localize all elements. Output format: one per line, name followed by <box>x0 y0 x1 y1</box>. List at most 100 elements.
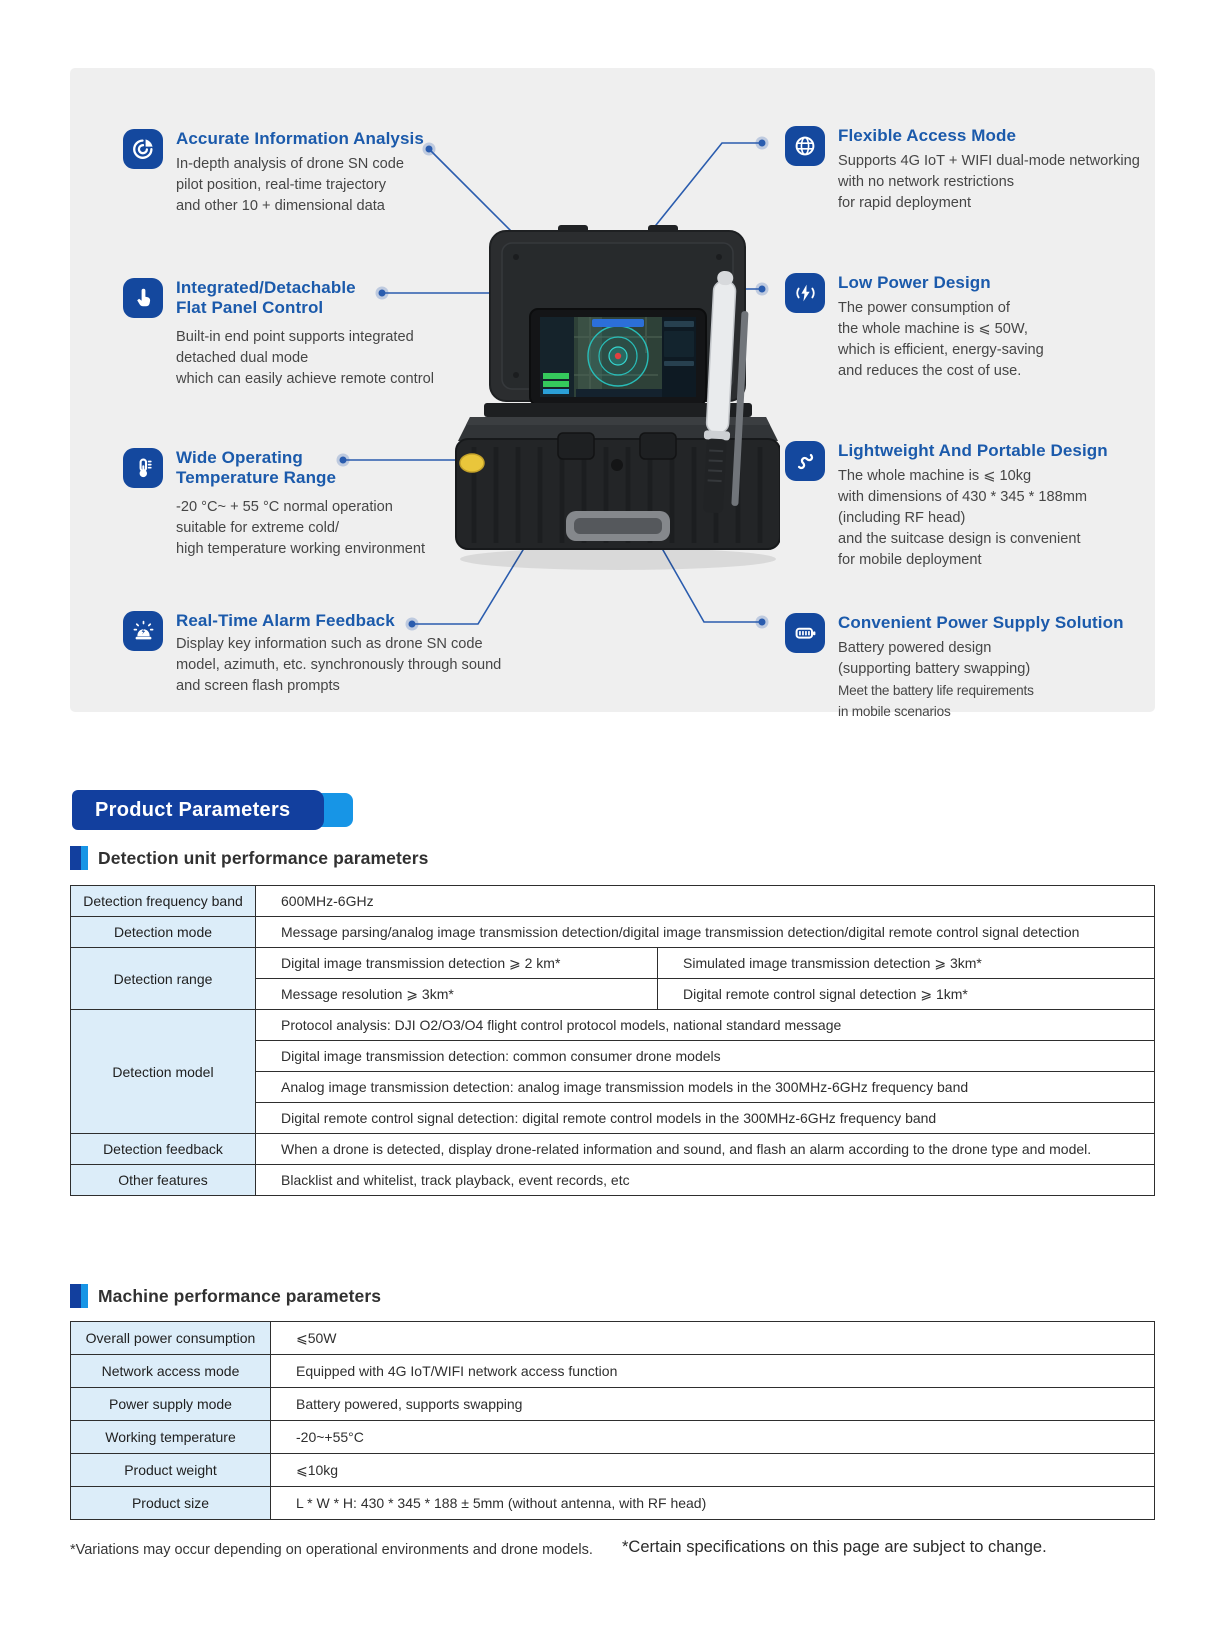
feature-wide-temperature-range: Wide Operating Temperature Range -20 °C~… <box>123 448 425 560</box>
feature-line: and reduces the cost of use. <box>838 363 1022 379</box>
feature-line: for rapid deployment <box>838 195 972 211</box>
section-title: Machine performance parameters <box>98 1285 382 1306</box>
table-row: Product weight ⩽10kg <box>70 1453 1155 1487</box>
table-row: Detection model Protocol analysis: DJI O… <box>70 1009 1155 1134</box>
param-value: L * W * H: 430 * 345 * 188 ± 5mm (withou… <box>270 1486 1155 1520</box>
feature-line: -20 °C~ + 55 °C normal operation <box>176 499 393 515</box>
feature-flat-panel-control: Integrated/Detachable Flat Panel Control… <box>123 278 434 390</box>
analysis-pie-icon <box>123 129 163 169</box>
param-value: Digital remote control signal detection:… <box>255 1102 1155 1134</box>
section-heading-detection: Detection unit performance parameters <box>70 845 428 871</box>
feature-line: which can easily achieve remote control <box>176 371 434 387</box>
section-bullet-icon <box>70 1284 88 1308</box>
table-row: Detection frequency band 600MHz-6GHz <box>70 885 1155 917</box>
feature-title: Accurate Information Analysis <box>176 129 424 148</box>
feature-line: in mobile scenarios <box>838 704 951 719</box>
lightweight-icon <box>785 441 825 481</box>
feature-line: Supports 4G IoT + WIFI dual-mode network… <box>838 153 1140 169</box>
table-row: Overall power consumption ⩽50W <box>70 1321 1155 1355</box>
table-row: Detection range Digital image transmissi… <box>70 947 1155 1010</box>
table-row: Product size L * W * H: 430 * 345 * 188 … <box>70 1486 1155 1520</box>
param-value: -20~+55°C <box>270 1420 1155 1454</box>
param-label: Detection range <box>70 947 256 1010</box>
footnote-specifications: *Certain specifications on this page are… <box>622 1538 1047 1556</box>
touch-control-icon <box>123 278 163 318</box>
battery-icon <box>785 613 825 653</box>
param-value: Equipped with 4G IoT/WIFI network access… <box>270 1354 1155 1388</box>
param-label: Detection frequency band <box>70 885 256 917</box>
param-value: Message resolution ⩾ 3km* <box>255 978 658 1010</box>
param-value: Analog image transmission detection: ana… <box>255 1071 1155 1103</box>
table-row: Message resolution ⩾ 3km* Digital remote… <box>71 978 1155 1010</box>
param-label: Product size <box>70 1486 271 1520</box>
thermometer-icon <box>123 448 163 488</box>
param-label: Working temperature <box>70 1420 271 1454</box>
table-row: Other features Blacklist and whitelist, … <box>70 1164 1155 1196</box>
footnote-variations: *Variations may occur depending on opera… <box>70 1542 593 1558</box>
table-row: Digital remote control signal detection:… <box>71 1102 1155 1134</box>
feature-line: and screen flash prompts <box>176 678 340 694</box>
table-row: Power supply mode Battery powered, suppo… <box>70 1387 1155 1421</box>
feature-low-power-design: Low Power Design The power consumption o… <box>785 273 1044 382</box>
param-value: Digital image transmission detection ⩾ 2… <box>255 947 658 979</box>
feature-overview-panel: Accurate Information Analysis In-depth a… <box>70 68 1155 719</box>
param-value: 600MHz-6GHz <box>255 885 1155 917</box>
feature-line: Meet the battery life requirements <box>838 683 1034 698</box>
feature-line: for mobile deployment <box>838 552 982 568</box>
banner-title: Product Parameters <box>95 798 291 821</box>
product-parameters-banner: Product Parameters <box>72 790 324 830</box>
product-image <box>440 225 781 585</box>
param-label: Detection feedback <box>70 1133 256 1165</box>
table-row: Detection feedback When a drone is detec… <box>70 1133 1155 1165</box>
param-value: ⩽50W <box>270 1321 1155 1355</box>
param-label: Detection model <box>70 1009 256 1134</box>
param-value: Blacklist and whitelist, track playback,… <box>255 1164 1155 1196</box>
table-row: Detection mode Message parsing/analog im… <box>70 916 1155 948</box>
table-row: Network access mode Equipped with 4G IoT… <box>70 1354 1155 1388</box>
feature-line: model, azimuth, etc. synchronously throu… <box>176 657 502 673</box>
feature-title: Wide Operating <box>176 448 303 467</box>
feature-line: and other 10 + dimensional data <box>176 198 385 214</box>
param-value: When a drone is detected, display drone-… <box>255 1133 1155 1165</box>
feature-line: The power consumption of <box>838 300 1010 316</box>
feature-title: Real-Time Alarm Feedback <box>176 611 395 630</box>
param-label: Network access mode <box>70 1354 271 1388</box>
param-value: Digital image transmission detection: co… <box>255 1040 1155 1072</box>
feature-line: with no network restrictions <box>838 174 1015 190</box>
param-label: Detection mode <box>70 916 256 948</box>
param-label: Power supply mode <box>70 1387 271 1421</box>
feature-line: which is efficient, energy-saving <box>838 342 1044 358</box>
param-value: Battery powered, supports swapping <box>270 1387 1155 1421</box>
feature-line: In-depth analysis of drone SN code <box>176 156 404 172</box>
feature-title: Temperature Range <box>176 468 337 487</box>
feature-line: the whole machine is ⩽ 50W, <box>838 321 1028 337</box>
param-value: Protocol analysis: DJI O2/O3/O4 flight c… <box>255 1009 1155 1041</box>
detection-parameters-table: Detection frequency band 600MHz-6GHz Det… <box>70 885 1155 1196</box>
feature-line: (supporting battery swapping) <box>838 661 1031 677</box>
param-value: Simulated image transmission detection ⩾… <box>657 947 1155 979</box>
param-label: Other features <box>70 1164 256 1196</box>
param-label: Overall power consumption <box>70 1321 271 1355</box>
feature-line: Display key information such as drone SN… <box>176 636 483 652</box>
feature-line: Battery powered design <box>838 640 992 656</box>
feature-line: detached dual mode <box>176 350 309 366</box>
feature-line: The whole machine is ⩽ 10kg <box>838 468 1032 484</box>
param-value: Digital remote control signal detection … <box>657 978 1155 1010</box>
feature-lightweight-portable: Lightweight And Portable Design The whol… <box>785 441 1108 571</box>
globe-icon <box>785 126 825 166</box>
param-value: Message parsing/analog image transmissio… <box>255 916 1155 948</box>
feature-line: with dimensions of 430 * 345 * 188mm <box>838 489 1088 505</box>
section-title: Detection unit performance parameters <box>98 847 429 868</box>
feature-line: pilot position, real-time trajectory <box>176 177 387 193</box>
feature-line: (including RF head) <box>838 510 966 526</box>
feature-real-time-alarm: Real-Time Alarm Feedback Display key inf… <box>123 611 501 697</box>
feature-title: Convenient Power Supply Solution <box>838 613 1124 632</box>
table-row: Working temperature -20~+55°C <box>70 1420 1155 1454</box>
machine-parameters-table: Overall power consumption ⩽50W Network a… <box>70 1321 1155 1520</box>
feature-line: suitable for extreme cold/ <box>176 520 340 536</box>
feature-title: Lightweight And Portable Design <box>838 441 1108 460</box>
feature-power-supply-solution: Convenient Power Supply Solution Battery… <box>785 613 1124 722</box>
param-label: Product weight <box>70 1453 271 1487</box>
table-row: Analog image transmission detection: ana… <box>71 1071 1155 1103</box>
